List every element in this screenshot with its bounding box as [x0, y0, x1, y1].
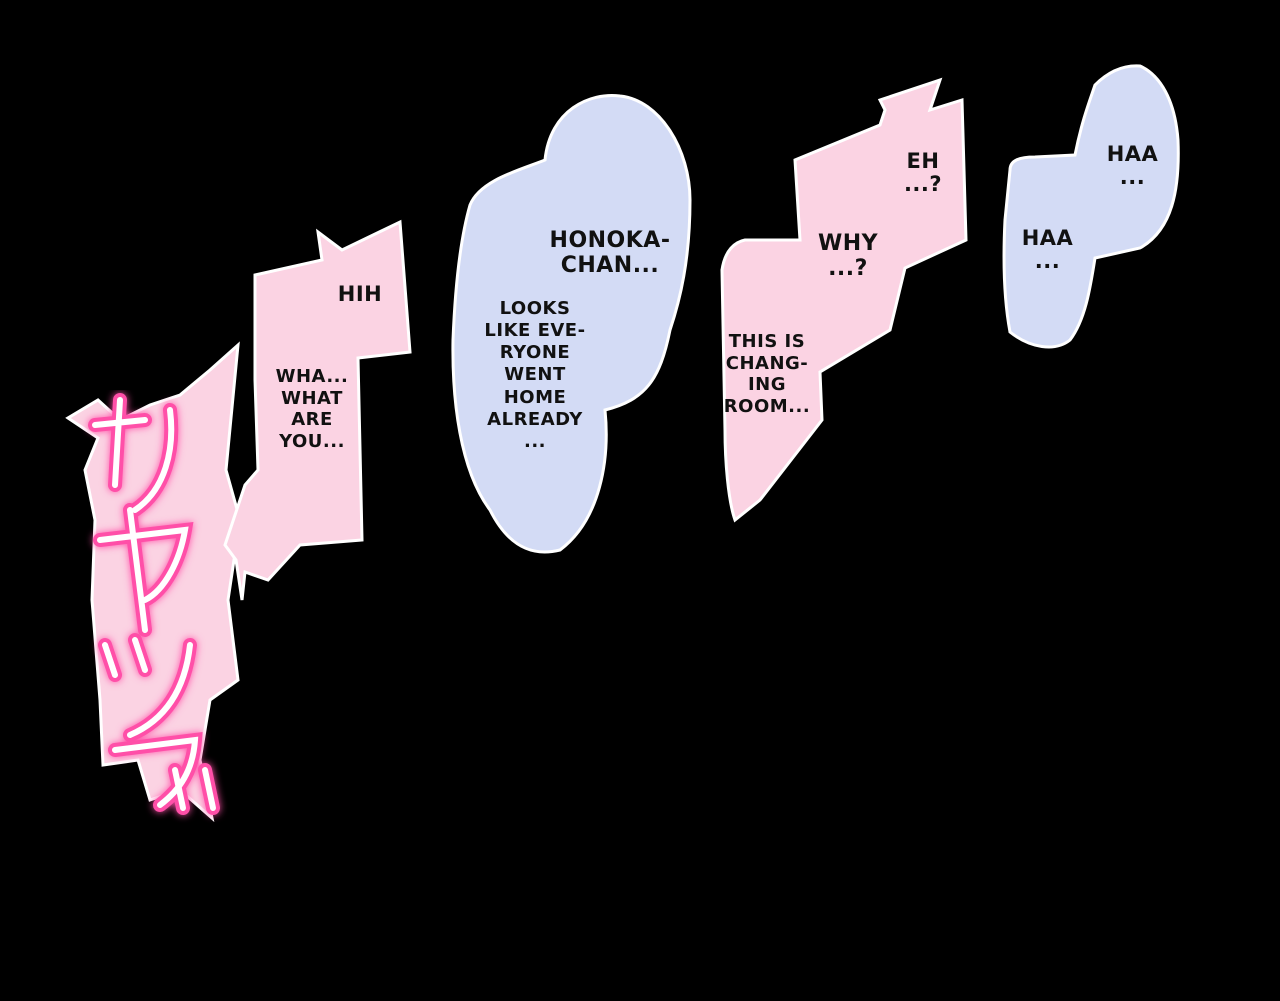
bubble-text-haa-2: HAA ... [1106, 142, 1159, 190]
bubble-text-looks: LOOKS LIKE EVE- RYONE WENT HOME ALREADY … [484, 298, 586, 452]
bubble-haa [1002, 64, 1180, 349]
bubble-text-haa-1: HAA ... [1021, 226, 1074, 274]
bubble-text-wha: WHA... WHAT ARE YOU... [275, 366, 349, 452]
bubble-text-honoka: HONOKA- CHAN... [549, 228, 671, 279]
bubble-text-changing: THIS IS CHANG- ING ROOM... [723, 331, 811, 417]
bubble-hih [223, 219, 412, 601]
bubble-text-why: WHY ...? [817, 231, 879, 282]
bubble-changing [720, 77, 968, 523]
sfx-gashi-lettering [88, 393, 220, 815]
bubble-honoka [451, 93, 692, 554]
bubble-text-eh: EH ...? [903, 149, 943, 197]
bubble-text-hih: HIH [337, 282, 383, 306]
